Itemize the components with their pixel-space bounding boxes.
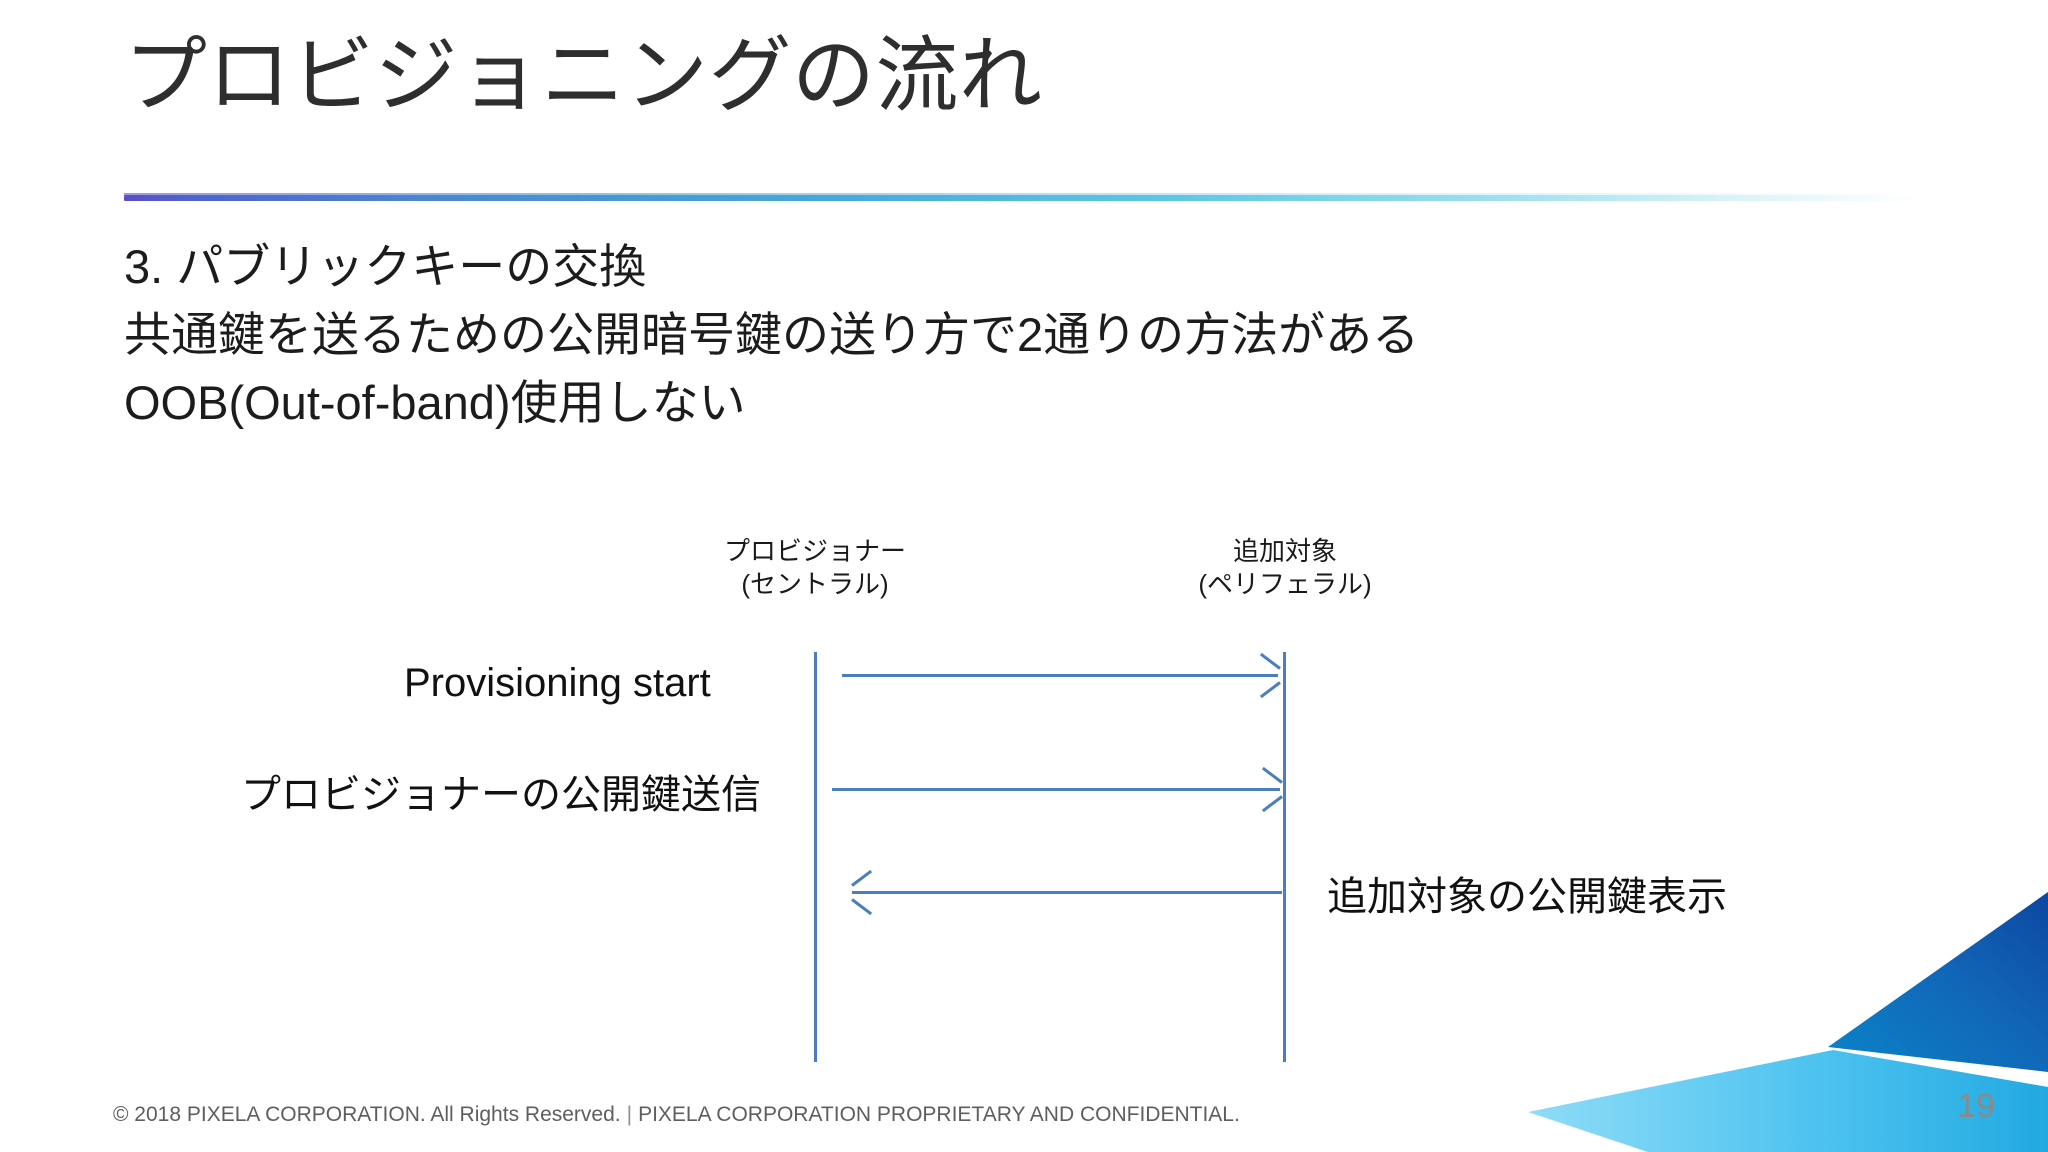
lifeline-header-provisioner-line2: (セントラル) <box>741 569 889 599</box>
body-text-block: 3. パブリックキーの交換 共通鍵を送るための公開暗号鍵の送り方で2通りの方法が… <box>124 233 1419 437</box>
body-line-2: 共通鍵を送るための公開暗号鍵の送り方で2通りの方法がある <box>124 308 1420 361</box>
arrowhead-right-icon <box>1256 664 1278 686</box>
lifeline-header-provisioner-line1: プロビジョナー <box>723 536 906 566</box>
lifeline-header-target: 追加対象 (ペリフェラル) <box>1120 535 1450 601</box>
body-line-1: 3. パブリックキーの交換 <box>124 240 647 293</box>
message-label-1: Provisioning start <box>404 661 711 705</box>
message-arrow-2-rightward <box>832 777 1280 801</box>
lifeline-header-provisioner: プロビジョナー (セントラル) <box>650 535 980 601</box>
footer-separator: | <box>626 1103 633 1126</box>
message-label-3: 追加対象の公開鍵表示 <box>1327 875 1727 919</box>
footer-confidentiality-text: PIXELA CORPORATION PROPRIETARY AND CONFI… <box>638 1103 1240 1126</box>
message-label-2: プロビジョナーの公開鍵送信 <box>241 773 761 817</box>
title-underline-highlight <box>124 193 1920 195</box>
lifeline-header-target-line1: 追加対象 <box>1232 536 1337 566</box>
page-number: 19 <box>1957 1087 1995 1125</box>
title-underline-rule <box>124 195 1920 201</box>
arrowhead-left-icon <box>852 881 874 903</box>
arrowhead-right-icon <box>1258 778 1280 800</box>
arrow-shaft <box>852 891 1282 894</box>
arrow-shaft <box>832 788 1280 791</box>
sequence-diagram: プロビジョナー (セントラル) 追加対象 (ペリフェラル) Provisioni… <box>0 520 2048 1090</box>
lifeline-target <box>1283 652 1286 1062</box>
lifeline-header-target-line2: (ペリフェラル) <box>1198 569 1372 599</box>
footer-copyright-notice: © 2018 PIXELA CORPORATION. All Rights Re… <box>113 1103 1240 1127</box>
message-arrow-3-leftward <box>852 880 1282 904</box>
page-title: プロビジョニングの流れ <box>124 29 1043 122</box>
body-line-3: OOB(Out-of-band)使用しない <box>124 376 746 429</box>
lifeline-provisioner <box>814 652 817 1062</box>
arrow-shaft <box>842 674 1278 677</box>
footer-copyright-text: © 2018 PIXELA CORPORATION. All Rights Re… <box>113 1103 621 1126</box>
message-arrow-1-rightward <box>842 663 1278 687</box>
